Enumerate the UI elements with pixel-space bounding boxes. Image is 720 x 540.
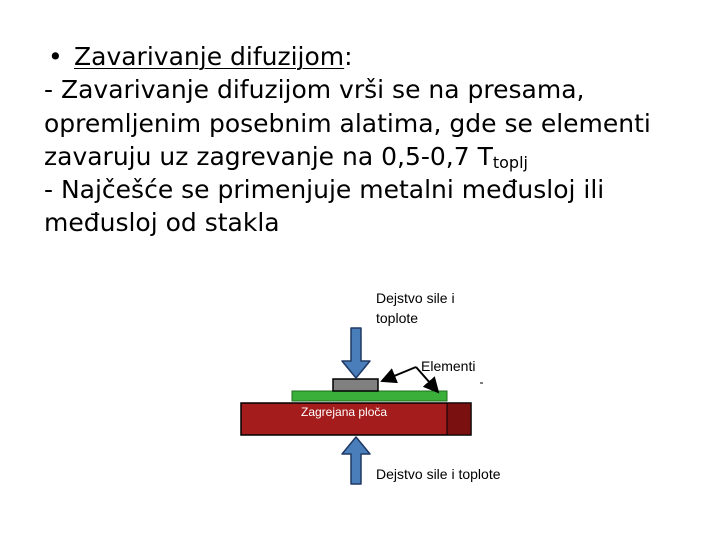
heated-plate [240,402,472,436]
interlayer [291,390,448,402]
slide-text: • Zavarivanje difuzijom: - Zavarivanje d… [44,40,704,240]
top-force-label-line-2: toplote [376,310,419,326]
heading-underlined: Zavarivanje difuzijom [74,42,345,71]
bullet-icon: • [48,42,63,71]
heading-suffix: : [344,42,353,71]
pointer-to-element-line [380,366,417,384]
paragraph-1-text: - Zavarivanje difuzijom vrši se na presa… [44,75,651,171]
element-block [332,378,379,392]
heading-text: Zavarivanje difuzijom: [74,40,353,73]
top-force-label: Dejstvo sile i toplote [376,288,455,328]
elements-label: Elementi [421,358,476,374]
top-force-arrow-icon [341,327,371,379]
heated-plate-right-edge [446,402,472,436]
bottom-force-label: Dejstvo sile i toplote [376,466,501,482]
paragraph-1-subscript: toplj [492,152,528,172]
paragraph-1: - Zavarivanje difuzijom vrši se na presa… [44,73,704,173]
bottom-force-arrow-icon [341,436,371,485]
paragraph-2: - Najčešće se primenjuje metalni međuslo… [44,175,605,238]
heading-line: • Zavarivanje difuzijom: [44,40,704,73]
pointer-to-interlayer-line [415,366,440,394]
top-force-label-line-1: Dejstvo sile i [376,290,455,306]
heated-plate-label: Zagrejana ploča [301,405,388,419]
